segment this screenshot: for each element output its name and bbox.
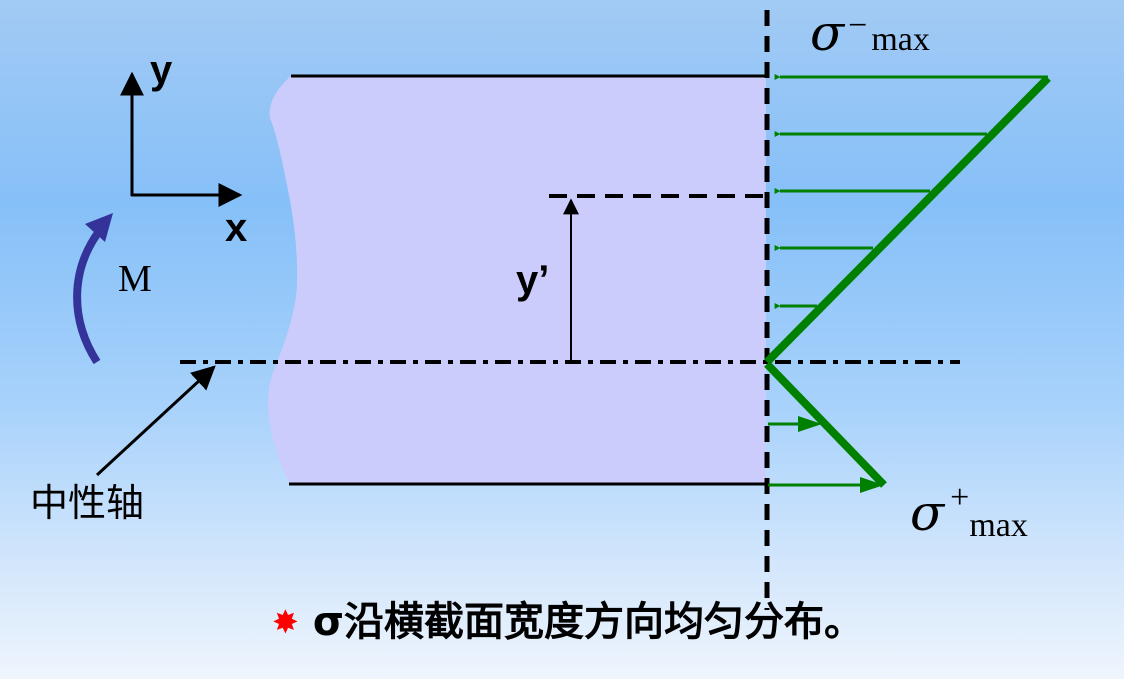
neutral-axis-label: 中性轴 [30, 481, 145, 525]
sigma-symbol: σ [810, 4, 845, 62]
star-bullet-icon: ✸ [272, 603, 299, 641]
x-axis-label: x [225, 206, 248, 250]
sigma-subscript: max [871, 21, 930, 58]
moment-arrow [73, 227, 104, 365]
note-text: σ沿横截面宽度方向均匀分布。 [312, 599, 864, 645]
y-axis-label: y [150, 48, 173, 92]
note: ✸ σ沿横截面宽度方向均匀分布。 [272, 602, 864, 642]
tension-stress-arrows [768, 416, 884, 493]
compression-stress-envelope [764, 75, 1051, 365]
sigma-symbol: σ [910, 484, 945, 542]
sigma-max-compression-label: σ−max [810, 8, 930, 58]
compression-stress-arrows [774, 74, 1048, 309]
sigma-sign: + [950, 479, 970, 516]
neutral-axis-pointer [95, 365, 216, 477]
tension-stress-envelope [764, 361, 887, 488]
sigma-max-tension-label: σ+max [910, 481, 1028, 543]
beam-body [268, 76, 766, 484]
y-prime-label: y’ [516, 258, 550, 302]
moment-label: M [118, 258, 152, 300]
sigma-sign: − [848, 7, 868, 44]
moment-arrowhead [85, 213, 113, 242]
sigma-subscript: max [969, 507, 1028, 544]
